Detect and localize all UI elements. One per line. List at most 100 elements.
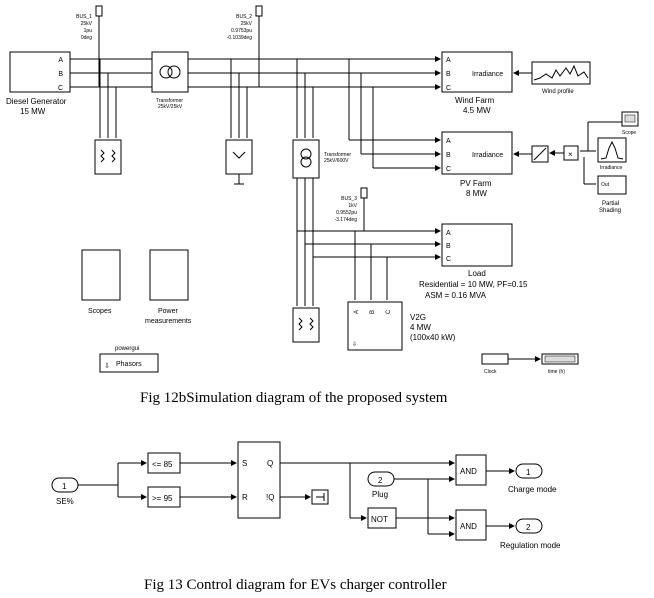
bus3-measurement[interactable]: BUS_3 1kV 0.9552pu -3.174deg (334, 187, 368, 231)
terminator-block[interactable] (311, 489, 329, 505)
svg-text:25kV: 25kV (241, 21, 253, 27)
transformer1-block[interactable] (151, 51, 189, 93)
plug-input-port[interactable]: 2 (367, 471, 395, 487)
partial-shading-label-2: Shading (599, 208, 621, 214)
power-measurements-block[interactable] (149, 249, 189, 301)
svg-text:B: B (370, 310, 376, 314)
irradiance-block[interactable] (597, 137, 627, 163)
transformer2-block[interactable] (292, 59, 320, 179)
and-gate-2[interactable]: AND (455, 509, 487, 541)
svg-text:BUS_3: BUS_3 (341, 196, 357, 202)
svg-text:BUS_2: BUS_2 (236, 14, 252, 20)
wind-farm-block[interactable]: A B C Irradiance (441, 51, 513, 93)
partial-shading-label-1: Partial (602, 201, 619, 207)
pv-signal-chain[interactable]: × (513, 121, 622, 185)
secondary-bus-lines (296, 178, 441, 306)
bus2-measurement[interactable]: BUS_2 25kV 0.9753pu -0.1039deg (227, 5, 263, 87)
clock-label: Clock (484, 369, 497, 375)
transformer1-rating: 25kV/25kV (158, 104, 183, 110)
main-bus-lines (70, 56, 441, 90)
figure-caption-1: Fig 12bSimulation diagram of the propose… (140, 390, 448, 406)
diesel-generator-label: Diesel Generator (6, 97, 67, 106)
svg-text:0deg: 0deg (81, 35, 92, 41)
pv-farm-label: PV Farm (460, 179, 492, 188)
svg-text:BUS_1: BUS_1 (76, 14, 92, 20)
scope-label: Scope (622, 130, 636, 136)
svg-text:Irradiance: Irradiance (472, 71, 503, 78)
svg-text:Phasors: Phasors (116, 361, 142, 368)
svg-text:AND: AND (460, 522, 477, 531)
charge-mode-label: Charge mode (508, 485, 557, 494)
irradiance-label: Irradiance (600, 165, 622, 171)
svg-text:C: C (58, 85, 63, 92)
and-gate-1[interactable]: AND (455, 454, 487, 486)
regulation-mode-output-port[interactable]: 2 (515, 518, 543, 534)
svg-text:>= 95: >= 95 (152, 494, 173, 503)
svg-text:0.9552pu: 0.9552pu (336, 210, 357, 216)
load-block-1[interactable] (94, 59, 122, 175)
transformer1-label: Transformer (156, 98, 183, 104)
svg-text:A: A (354, 310, 360, 314)
time-label: time (h) (548, 369, 565, 375)
clock-block[interactable] (481, 353, 541, 365)
svg-text:⇩: ⇩ (352, 341, 357, 348)
svg-text:-3.174deg: -3.174deg (334, 217, 357, 223)
transformer2-label: Transformer (324, 152, 351, 158)
plug-label: Plug (372, 490, 388, 499)
svg-text:Q: Q (267, 459, 273, 468)
load-line2: ASM = 0.16 MVA (425, 291, 487, 300)
se-input-label: SE% (56, 497, 74, 506)
se-input-port[interactable]: 1 (51, 477, 79, 493)
v2g-detail: (100x40 kW) (410, 333, 456, 342)
svg-text:<= 85: <= 85 (152, 460, 173, 469)
diesel-generator-block[interactable]: A B C (9, 51, 71, 93)
figure-caption-2: Fig 13 Control diagram for EVs charger c… (144, 577, 447, 593)
load-label: Load (468, 269, 486, 278)
v2g-label: V2G (410, 313, 426, 322)
svg-text:C: C (446, 85, 451, 92)
svg-text:25kV: 25kV (81, 21, 93, 27)
load-line1: Residential = 10 MW, PF=0.15 (419, 280, 528, 289)
power-label-1: Power (158, 308, 179, 315)
not-gate-block[interactable]: NOT (367, 507, 397, 529)
powergui-block[interactable]: ⇩ Phasors (99, 353, 159, 373)
svg-text:1: 1 (526, 468, 531, 477)
time-display-block[interactable] (541, 353, 579, 365)
svg-text:×: × (568, 150, 573, 159)
power-label-2: measurements (145, 318, 192, 325)
wind-farm-rating: 4.5 MW (463, 106, 491, 115)
regulation-mode-label: Regulation mode (500, 541, 561, 550)
svg-text:⇩: ⇩ (104, 362, 110, 370)
scope-block[interactable] (621, 111, 639, 127)
svg-text:A: A (58, 57, 63, 64)
svg-text:S: S (242, 459, 247, 468)
charge-mode-output-port[interactable]: 1 (515, 463, 543, 479)
wind-profile-block[interactable] (513, 61, 591, 85)
svg-text:A: A (446, 57, 451, 64)
scopes-block[interactable] (81, 249, 121, 301)
svg-text:B: B (58, 71, 63, 78)
svg-text:R: R (242, 493, 248, 502)
load-block-main[interactable]: A B C (441, 223, 513, 267)
svg-text:C: C (386, 309, 392, 314)
compare-ge-95-block[interactable]: >= 95 (147, 486, 181, 508)
bus1-measurement[interactable]: BUS_1 25kV 1pu 0deg (76, 5, 103, 87)
pv-farm-block[interactable]: A B C Irradiance (348, 59, 513, 175)
svg-text:C: C (446, 166, 451, 173)
control-wires (78, 460, 515, 537)
v2g-block[interactable]: A B C ⇩ (347, 301, 403, 351)
grounding-transformer-block[interactable] (225, 59, 253, 185)
svg-text:2: 2 (526, 523, 531, 532)
scopes-label: Scopes (88, 308, 112, 315)
svg-text:NOT: NOT (371, 515, 388, 524)
wind-farm-label: Wind Farm (455, 96, 494, 105)
svg-text:A: A (446, 138, 451, 145)
svg-text:1: 1 (62, 482, 67, 491)
partial-shading-block[interactable]: Out (597, 175, 627, 195)
svg-text:0.9753pu: 0.9753pu (231, 28, 252, 34)
svg-text:B: B (446, 71, 451, 78)
sr-flipflop-block[interactable]: S R Q !Q (237, 441, 281, 519)
load-block-2[interactable] (292, 307, 320, 343)
svg-text:1pu: 1pu (84, 28, 93, 34)
compare-le-85-block[interactable]: <= 85 (147, 452, 181, 474)
